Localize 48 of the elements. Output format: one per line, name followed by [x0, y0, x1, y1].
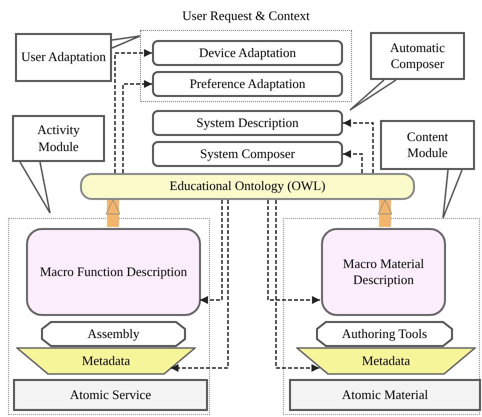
- node-label: Content Module: [406, 128, 450, 162]
- trapezoid: [296, 347, 476, 375]
- arrow: [343, 150, 363, 173]
- node-label: System Composer: [200, 146, 295, 162]
- process-box: [152, 40, 343, 66]
- node-label: Metadata: [82, 352, 130, 370]
- process-box: [152, 141, 343, 167]
- process-box: [26, 228, 201, 316]
- arrow: [267, 200, 320, 304]
- node-label: User Request & Context: [182, 8, 310, 25]
- process-box: [152, 71, 343, 97]
- dotted-group: [8, 218, 210, 415]
- arrow: [114, 49, 152, 173]
- process-box: [152, 110, 343, 136]
- callout-box: [12, 115, 105, 162]
- process-box: [289, 379, 481, 411]
- node-label: Metadata: [362, 352, 410, 370]
- node-label: Authoring Tools: [342, 326, 428, 342]
- node-label: Atomic Material: [342, 386, 428, 404]
- arrow: [200, 200, 223, 304]
- arrow: [170, 200, 229, 372]
- dotted-group: [283, 218, 480, 415]
- node-label: Assembly: [88, 326, 140, 342]
- node-label: Device Adaptation: [198, 44, 296, 62]
- arrow: [122, 80, 152, 173]
- node-label: System Description: [196, 114, 299, 132]
- node-label: Automatic Composer: [389, 40, 446, 72]
- process-box: [321, 228, 446, 316]
- rounded-octagon: [41, 321, 186, 347]
- callout-box: [370, 32, 465, 80]
- rounded-octagon: [316, 321, 453, 347]
- node-label: Atomic Service: [70, 386, 152, 404]
- node-label: Preference Adaptation: [190, 76, 306, 92]
- dotted-group: [140, 8, 352, 102]
- arrow: [378, 200, 392, 227]
- node-label: Activity Module: [36, 122, 81, 155]
- trapezoid: [16, 347, 196, 375]
- arrow: [275, 200, 320, 372]
- node-label: Educational Ontology (OWL): [170, 178, 326, 195]
- callout-box: [15, 33, 112, 82]
- node-label: Macro Material Description: [342, 256, 426, 288]
- ontology-band: [80, 173, 415, 200]
- process-box: [13, 379, 208, 411]
- node-label: Macro Function Description: [40, 264, 188, 280]
- arrow: [106, 200, 120, 227]
- node-label: User Adaptation: [21, 49, 106, 66]
- arrow: [343, 119, 374, 173]
- callout-box: [380, 120, 475, 170]
